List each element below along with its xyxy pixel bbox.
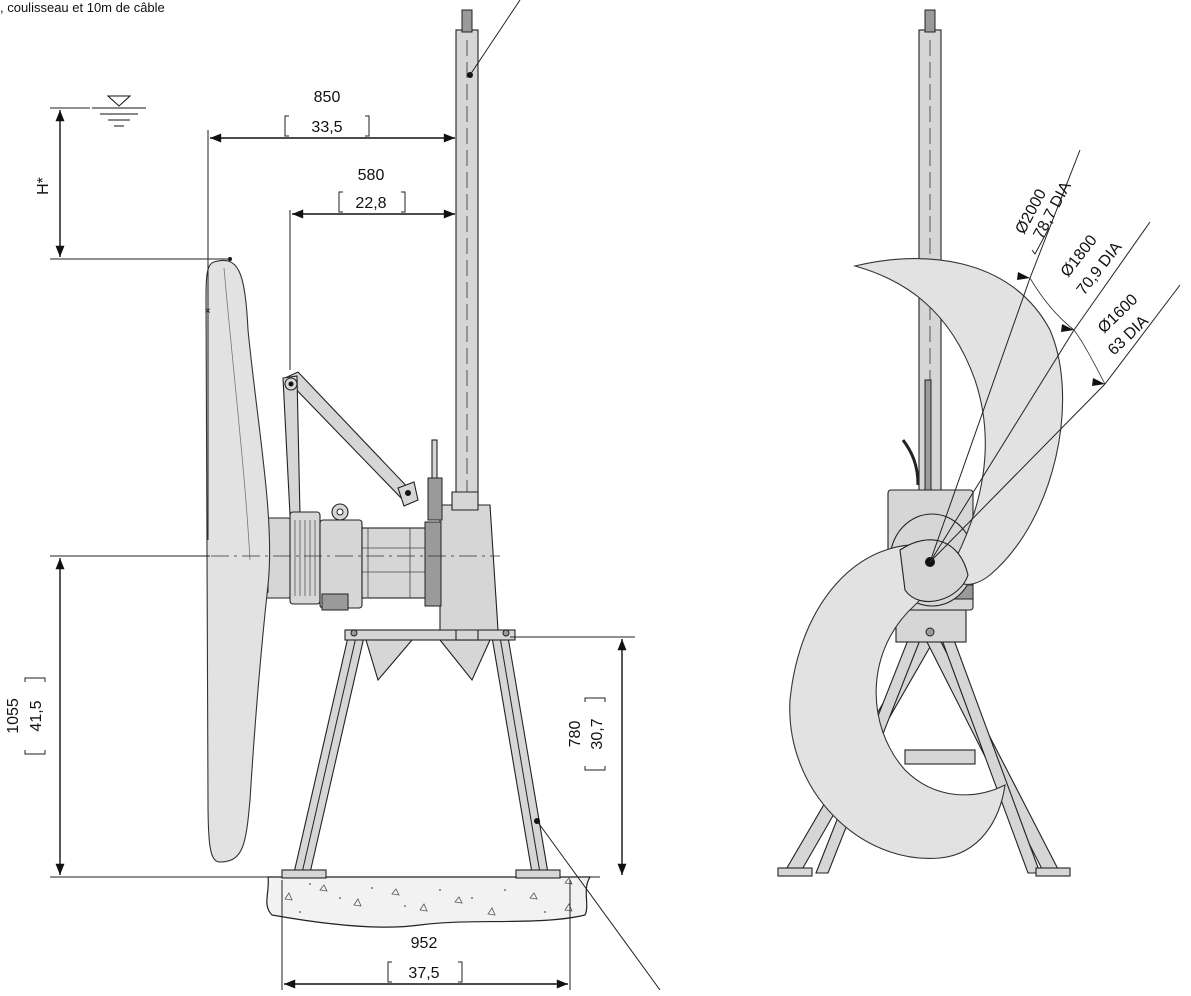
lower-blade bbox=[789, 544, 1006, 859]
front-cable bbox=[901, 439, 920, 486]
diameter-leaders bbox=[929, 149, 1181, 563]
side-view: × 85 bbox=[5, 0, 661, 991]
lifting-arm bbox=[284, 371, 416, 503]
leg-leader-line bbox=[536, 820, 661, 991]
motor-assembly bbox=[261, 503, 442, 611]
water-level-symbol bbox=[92, 95, 146, 127]
front-gusset bbox=[365, 639, 414, 682]
rear-gusset bbox=[438, 639, 491, 682]
front-foot-plate bbox=[281, 869, 327, 879]
dim-580-inch: 22,8 bbox=[355, 195, 386, 212]
dim-580: 580 bbox=[358, 167, 385, 184]
dim-850-inch: 33,5 bbox=[311, 119, 342, 136]
front-base-plate bbox=[895, 609, 967, 643]
dim-952: 952 bbox=[411, 935, 438, 952]
cable-gland bbox=[431, 439, 438, 481]
lifting-arm-vertical bbox=[282, 375, 301, 516]
mast-top-bolt bbox=[461, 9, 473, 33]
upper-blade bbox=[852, 258, 1064, 585]
dim-850: 850 bbox=[314, 89, 341, 106]
dim-780-inch: 30,7 bbox=[589, 718, 606, 749]
slide-bracket bbox=[439, 504, 499, 631]
propeller-blade-side bbox=[205, 259, 271, 863]
dim-780: 780 bbox=[567, 721, 584, 748]
front-view: Ø2000 78,7 DIA Ø1800 70,9 DIA Ø1600 63 D… bbox=[777, 9, 1181, 877]
dim-1055-inch: 41,5 bbox=[28, 700, 45, 731]
concrete-base bbox=[266, 876, 592, 928]
mast-leader-line bbox=[469, 0, 521, 76]
dim-1055: 1055 bbox=[5, 698, 22, 734]
concrete-dots bbox=[299, 883, 546, 913]
dim-952-inch: 37,5 bbox=[408, 965, 439, 982]
rear-foot-plate bbox=[515, 869, 561, 879]
header-note: , coulisseau et 10m de câble bbox=[0, 0, 165, 15]
top-plate bbox=[344, 629, 516, 641]
dim-h-star: H* bbox=[35, 177, 52, 195]
